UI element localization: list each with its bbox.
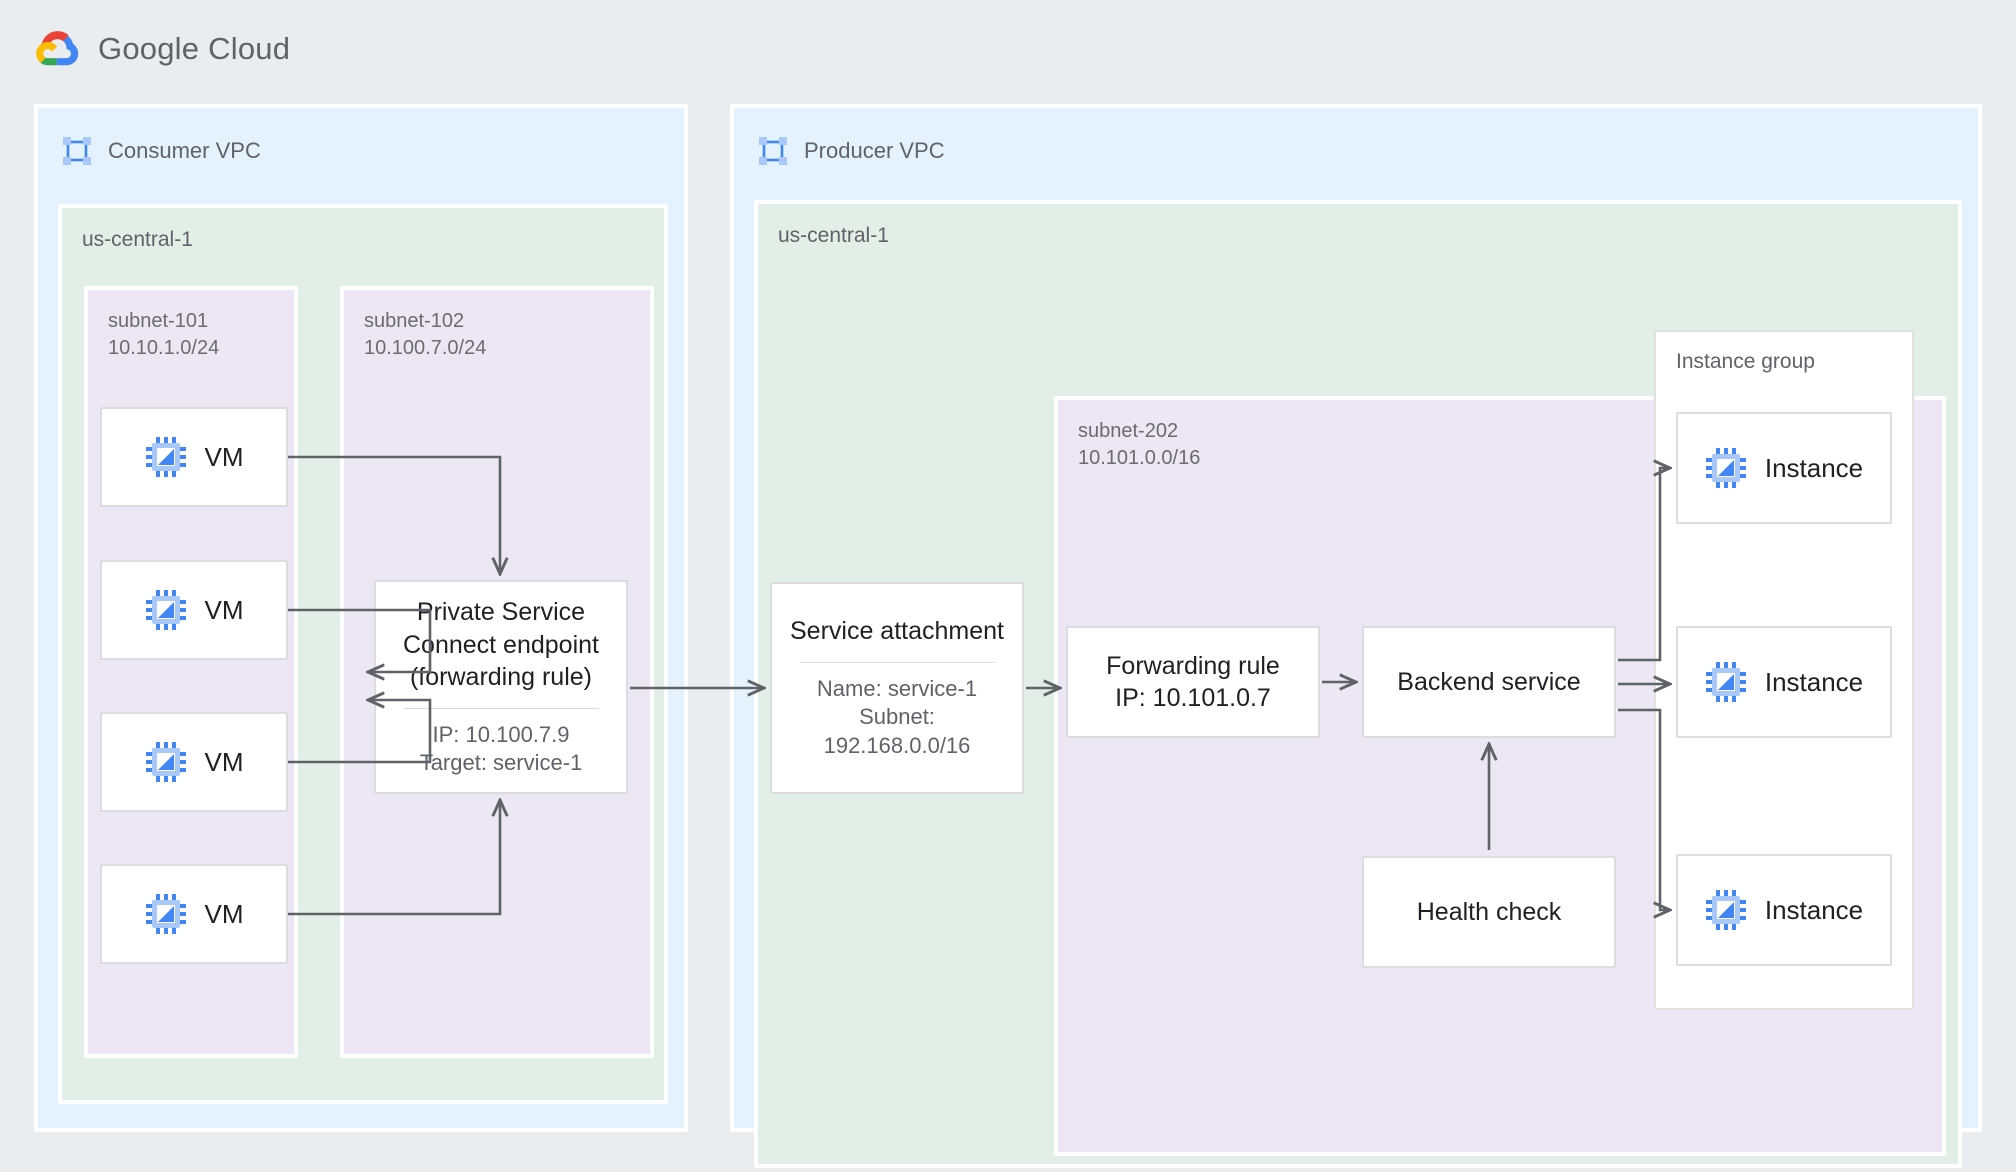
- vpc-network-icon: [60, 134, 94, 168]
- brand-google: Google: [98, 31, 200, 66]
- service-attachment-subnet-label: Subnet:: [859, 704, 935, 730]
- vm-1-row: VM: [102, 436, 286, 478]
- instance-node-2[interactable]: Instance: [1676, 626, 1892, 738]
- instance-2-row: Instance: [1678, 661, 1890, 703]
- health-check-label: Health check: [1416, 897, 1562, 926]
- service-attachment-subnet-cidr: 192.168.0.0/16: [823, 733, 971, 759]
- vm-chip-icon: [145, 741, 187, 783]
- psc-endpoint-details: IP: 10.100.7.9 Target: service-1: [410, 721, 593, 778]
- subnet-102-cidr: 10.100.7.0/24: [364, 336, 487, 359]
- psc-endpoint-node[interactable]: Private Service Connect endpoint (forwar…: [374, 580, 628, 794]
- instance-node-1[interactable]: Instance: [1676, 412, 1892, 524]
- forwarding-rule-text: Forwarding rule IP: 10.101.0.7: [1096, 650, 1290, 715]
- consumer-vm-1[interactable]: VM: [100, 407, 288, 507]
- service-attachment-divider: [799, 661, 995, 663]
- subnet-202-name: subnet-202: [1078, 420, 1179, 442]
- subnet-101-cidr: 10.10.1.0/24: [108, 336, 220, 359]
- instance-2-label: Instance: [1764, 666, 1864, 697]
- vm-4-row: VM: [102, 893, 286, 935]
- producer-vpc-title: Producer VPC: [804, 138, 945, 163]
- service-attachment-name: Name: service-1: [816, 675, 978, 701]
- vpc-network-icon: [756, 134, 790, 168]
- psc-title-line-3: (forwarding rule): [409, 663, 592, 692]
- backend-service-label: Backend service: [1397, 667, 1581, 696]
- vm-chip-icon: [145, 436, 187, 478]
- consumer-vpc-header: Consumer VPC: [38, 108, 684, 168]
- instance-3-row: Instance: [1678, 889, 1890, 931]
- psc-ip: IP: 10.100.7.9: [432, 721, 570, 747]
- consumer-vm-3[interactable]: VM: [100, 712, 288, 812]
- service-attachment-title: Service attachment: [790, 617, 1004, 646]
- vm-3-label: VM: [204, 746, 244, 777]
- service-attachment-details: Name: service-1 Subnet: 192.168.0.0/16: [807, 675, 987, 761]
- forwarding-rule-line-2: IP: 10.101.0.7: [1115, 684, 1271, 712]
- psc-title-line-1: Private Service: [416, 598, 586, 627]
- forwarding-rule-node[interactable]: Forwarding rule IP: 10.101.0.7: [1066, 626, 1320, 738]
- producer-vpc-header: Producer VPC: [734, 108, 1978, 168]
- vm-chip-icon: [1705, 661, 1747, 703]
- vm-chip-icon: [145, 589, 187, 631]
- subnet-101-name: subnet-101: [108, 310, 209, 332]
- psc-endpoint-title: Private Service Connect endpoint (forwar…: [393, 596, 609, 694]
- instance-3-label: Instance: [1764, 894, 1864, 925]
- vm-1-label: VM: [204, 441, 244, 472]
- instance-node-3[interactable]: Instance: [1676, 854, 1892, 966]
- subnet-101-label: subnet-101 10.10.1.0/24: [108, 308, 219, 361]
- consumer-vm-2[interactable]: VM: [100, 560, 288, 660]
- subnet-102-label: subnet-102 10.100.7.0/24: [364, 308, 486, 361]
- subnet-102-name: subnet-102: [364, 310, 465, 332]
- forwarding-rule-line-1: Forwarding rule: [1106, 651, 1280, 680]
- vm-chip-icon: [145, 893, 187, 935]
- vm-chip-icon: [1705, 889, 1747, 931]
- consumer-vpc-title: Consumer VPC: [108, 138, 261, 163]
- instance-group-label: Instance group: [1676, 350, 1815, 373]
- subnet-202-label: subnet-202 10.101.0.0/16: [1078, 418, 1200, 471]
- subnet-202-cidr: 10.101.0.0/16: [1078, 446, 1201, 469]
- brand-cloud: Cloud: [208, 31, 291, 66]
- producer-region-label: us-central-1: [778, 224, 889, 247]
- vm-2-label: VM: [204, 594, 244, 625]
- psc-divider: [403, 707, 599, 709]
- vm-2-row: VM: [102, 589, 286, 631]
- consumer-vm-4[interactable]: VM: [100, 864, 288, 964]
- google-cloud-logo-icon: [34, 28, 82, 70]
- vm-chip-icon: [1705, 447, 1747, 489]
- vm-3-row: VM: [102, 741, 286, 783]
- service-attachment-node[interactable]: Service attachment Name: service-1 Subne…: [770, 582, 1024, 794]
- backend-service-node[interactable]: Backend service: [1362, 626, 1616, 738]
- instance-1-label: Instance: [1764, 452, 1864, 483]
- vm-4-label: VM: [204, 898, 244, 929]
- health-check-node[interactable]: Health check: [1362, 856, 1616, 968]
- psc-title-line-2: Connect endpoint: [403, 630, 599, 659]
- consumer-region-label: us-central-1: [82, 228, 193, 251]
- instance-1-row: Instance: [1678, 447, 1890, 489]
- psc-target: Target: service-1: [419, 750, 583, 776]
